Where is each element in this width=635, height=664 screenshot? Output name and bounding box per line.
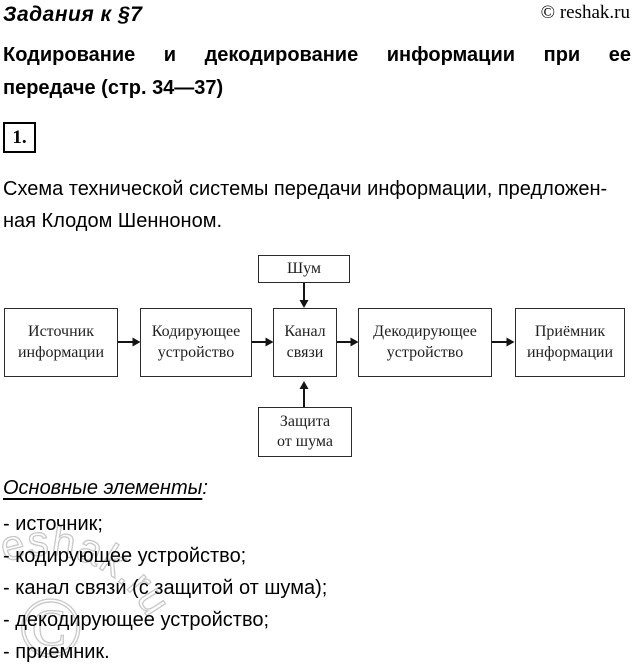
task-number: 1. xyxy=(12,126,27,148)
box-encoder-line1: Кодирующее xyxy=(151,323,241,341)
arrow-protection-to-channel xyxy=(299,381,309,407)
arrow-channel-to-decoder xyxy=(337,337,359,347)
list-item: - источник; xyxy=(3,513,103,535)
box-source-line2: информации xyxy=(17,343,105,361)
arrow-noise-to-channel xyxy=(299,283,309,308)
box-decoder-line1: Декодирующее xyxy=(373,323,477,341)
box-protection-line2: от шума xyxy=(276,433,333,450)
box-decoder: Декодирующее устройство xyxy=(358,308,492,377)
intro-text-line2: ная Клодом Шенноном. xyxy=(3,210,223,232)
list-item: - канал связи (с защитой от шума); xyxy=(3,577,328,599)
box-receiver: Приёмник информации xyxy=(515,308,625,377)
box-source-line1: Источник xyxy=(28,323,94,341)
site-copyright: © reshak.ru xyxy=(540,2,630,23)
page-title-line2: передаче (стр. 34—37) xyxy=(3,77,224,99)
box-channel: Канал связи xyxy=(273,308,337,377)
list-item: - кодирующее устройство; xyxy=(3,545,247,567)
box-receiver-line1: Приёмник xyxy=(534,323,606,341)
box-encoder-line2: устройство xyxy=(157,343,235,361)
box-encoder: Кодирующее устройство xyxy=(140,308,252,377)
box-channel-line2: связи xyxy=(286,343,324,361)
box-noise-label: Шум xyxy=(286,259,322,277)
section-label: Задания к §7 xyxy=(3,3,143,26)
elements-list-heading: Основные элементы: xyxy=(3,477,208,500)
page-title-line1: Кодирование и декодирование информации п… xyxy=(3,44,631,66)
list-item: - приемник. xyxy=(3,641,110,663)
arrow-encoder-to-channel xyxy=(252,337,274,347)
box-noise: Шум xyxy=(258,255,350,283)
box-noise-protection: Защита от шума xyxy=(258,407,352,457)
arrow-decoder-to-receiver xyxy=(492,337,515,347)
intro-text-line1: Схема технической системы передачи инфор… xyxy=(3,178,608,200)
elements-heading-colon: : xyxy=(202,477,208,499)
task-number-badge: 1. xyxy=(3,122,36,153)
arrow-source-to-encoder xyxy=(118,337,141,347)
elements-heading-text: Основные элементы xyxy=(3,477,203,499)
box-channel-line1: Канал xyxy=(284,323,326,341)
box-receiver-line2: информации xyxy=(526,343,614,361)
list-item: - декодирующее устройство; xyxy=(3,609,270,631)
box-decoder-line2: устройство xyxy=(386,343,464,361)
box-information-source: Источник информации xyxy=(4,308,118,377)
box-protection-line1: Защита xyxy=(279,412,331,430)
